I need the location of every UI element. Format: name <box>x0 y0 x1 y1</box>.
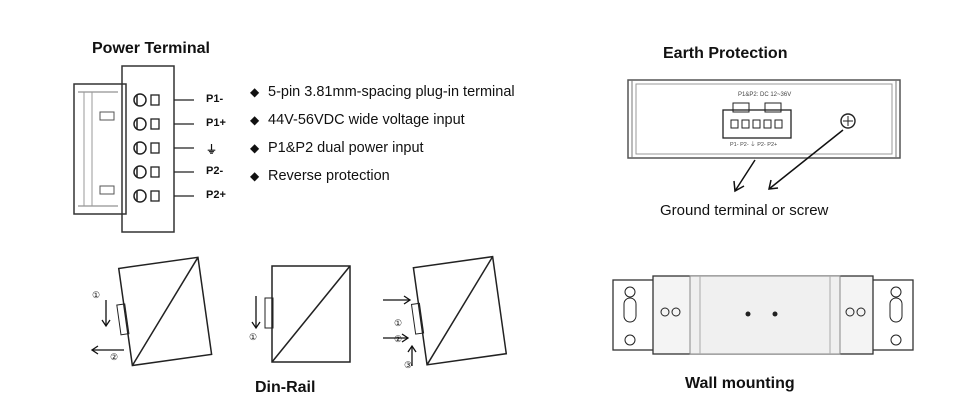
step-marker: ② <box>394 334 403 344</box>
terminal-pin-label: ⏚ <box>206 144 217 156</box>
list-item: ◆5-pin 3.81mm-spacing plug-in terminal <box>250 84 515 100</box>
panel-label: P1&P2: DC 12~36V <box>738 92 792 98</box>
feature-text: 44V-56VDC wide voltage input <box>268 112 465 128</box>
terminal-pin-label: P2+ <box>206 189 226 201</box>
feature-text: P1&P2 dual power input <box>268 140 424 156</box>
list-item: ◆44V-56VDC wide voltage input <box>250 112 465 128</box>
step-marker: ① <box>394 318 403 328</box>
terminal-pin <box>133 189 194 203</box>
feature-list: ◆5-pin 3.81mm-spacing plug-in terminal ◆… <box>250 78 515 190</box>
din-rail-title: Din-Rail <box>255 379 316 396</box>
wall-mounting-title: Wall mounting <box>685 375 795 392</box>
feature-text: Reverse protection <box>268 168 390 184</box>
terminal-pin <box>133 117 194 131</box>
terminal-pin-label: P1+ <box>206 117 226 129</box>
feature-text: 5-pin 3.81mm-spacing plug-in terminal <box>268 84 515 100</box>
earth-protection-title: Earth Protection <box>663 45 788 62</box>
step-marker: ① <box>249 332 258 342</box>
panel-pin-strip: P1- P2- ⏚ P2- P2+ <box>730 142 778 148</box>
terminal-pin-label: P1- <box>206 93 224 105</box>
list-item: ◆Reverse protection <box>250 168 390 184</box>
terminal-pin <box>133 165 194 179</box>
list-item: ◆P1&P2 dual power input <box>250 140 424 156</box>
power-terminal-title: Power Terminal <box>92 40 210 57</box>
terminal-pin-label: P2- <box>206 165 224 177</box>
terminal-pin <box>133 93 194 107</box>
step-marker: ② <box>110 352 119 362</box>
step-marker: ① <box>92 290 101 300</box>
terminal-pin <box>133 141 194 155</box>
ground-caption: Ground terminal or screw <box>660 202 829 219</box>
step-marker: ③ <box>404 360 413 370</box>
